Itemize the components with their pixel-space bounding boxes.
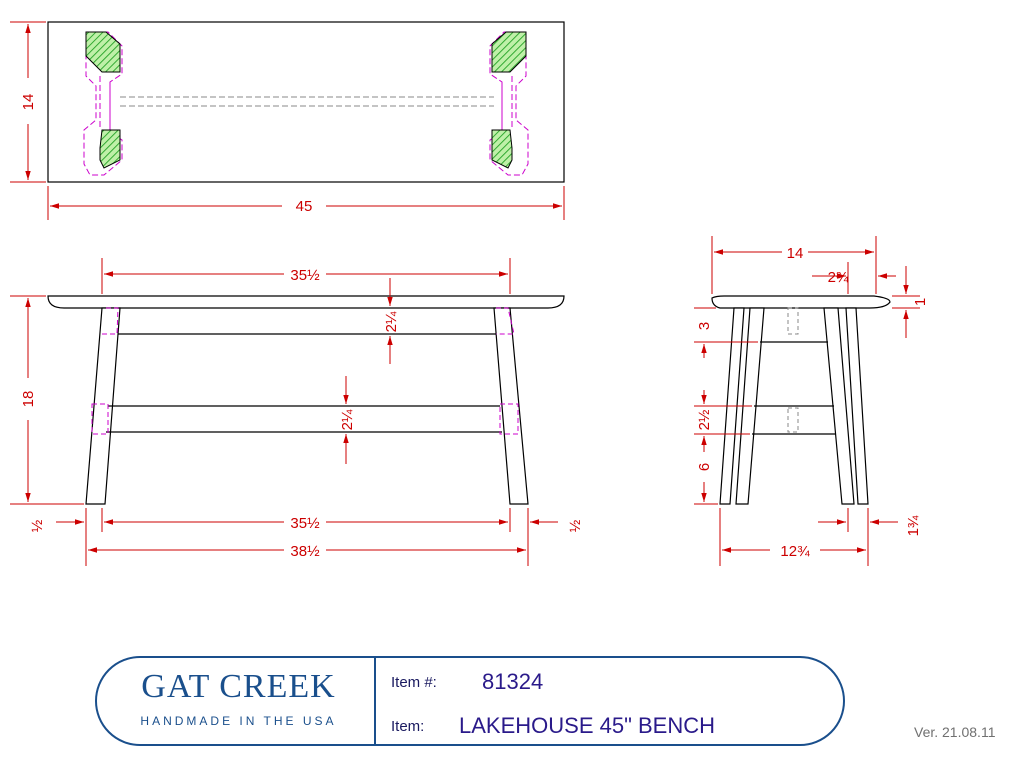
dim-side-top-thickness: 1 — [912, 298, 929, 306]
right-leg-hidden-outline — [489, 31, 529, 176]
dim-front-base-span: 35½ — [290, 515, 320, 532]
left-leg-section-lower — [99, 129, 121, 169]
left-leg-section-upper — [85, 31, 121, 73]
title-block-divider — [374, 658, 376, 744]
bench-seat — [47, 295, 565, 309]
item-number-value: 81324 — [482, 669, 544, 694]
dim-front-apron-upper: 2¼ — [383, 311, 400, 332]
dim-front-apron-lower: 2¼ — [339, 409, 356, 430]
brand-name: GAT CREEK — [141, 668, 336, 705]
dim-side-upper-gap: 3 — [696, 322, 713, 330]
item-number-label: Item #: — [391, 674, 437, 691]
right-leg-section-upper — [491, 31, 527, 73]
dim-top-length: 45 — [296, 198, 313, 215]
front-view — [47, 295, 565, 505]
dim-side-base-span: 12¾ — [780, 543, 810, 560]
dim-side-overhang: 2¾ — [828, 269, 849, 286]
side-view — [711, 295, 891, 505]
dim-front-height: 18 — [20, 391, 37, 408]
front-view-dimensions: 35½ 2¼ 2¼ 18 ½ 35½ ½ 38½ — [10, 258, 584, 566]
brand-tagline: HANDMADE IN THE USA — [140, 714, 337, 728]
side-right-inner-leg — [823, 307, 855, 505]
side-seat — [711, 295, 891, 309]
version-label: Ver. 21.08.11 — [914, 724, 996, 740]
dim-front-left-offset: ½ — [29, 519, 46, 532]
dim-side-lower-gap: 6 — [696, 463, 713, 471]
dim-front-top-span: 35½ — [290, 267, 320, 284]
side-right-outer-leg — [845, 307, 869, 505]
top-view — [47, 21, 565, 183]
title-block: GAT CREEK HANDMADE IN THE USA Item #: 81… — [95, 656, 845, 746]
top-view-dimensions: 14 45 — [10, 21, 565, 220]
brand-logo: GAT CREEK HANDMADE IN THE USA — [121, 668, 356, 728]
technical-drawing: 14 45 35½ 2¼ 2¼ — [10, 21, 929, 566]
item-name-label: Item: — [391, 718, 425, 735]
dim-front-overall-base: 38½ — [290, 543, 320, 560]
dim-top-width: 14 — [20, 94, 37, 111]
dim-side-right-offset: 1¾ — [905, 515, 922, 536]
dim-side-width: 14 — [787, 245, 804, 262]
right-leg-section-lower — [491, 129, 513, 169]
dim-front-right-offset: ½ — [567, 519, 584, 532]
top-view-outline — [47, 21, 565, 183]
dim-side-stretcher: 2½ — [696, 409, 713, 430]
item-name-value: LAKEHOUSE 45" BENCH — [459, 713, 716, 738]
side-view-dimensions: 14 2¾ 1 3 2½ 6 1¾ 12¾ — [694, 236, 929, 566]
left-leg-hidden-outline — [83, 31, 123, 176]
